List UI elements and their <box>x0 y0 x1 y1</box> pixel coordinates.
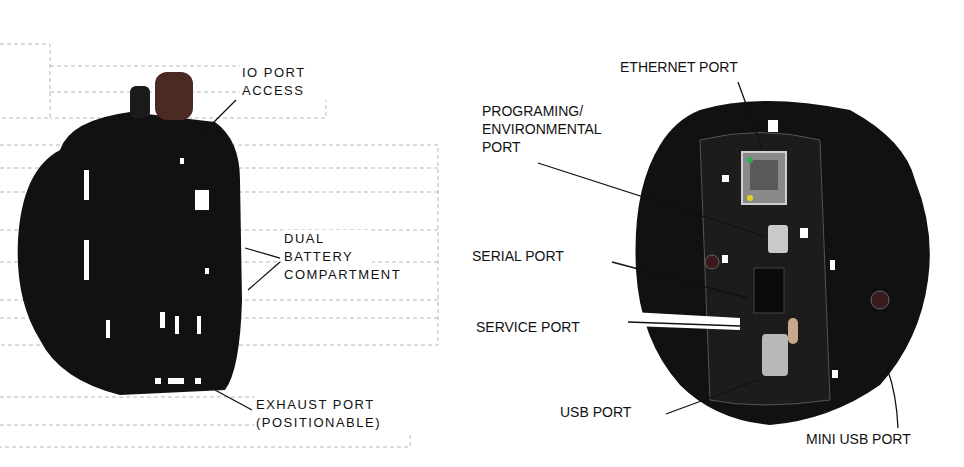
port-label: PROGRAMING/ ENVIRONMENTAL PORT <box>480 102 624 156</box>
compartment-label: DUAL BATTERY COMPARTMENT <box>282 230 372 284</box>
port-label: ETHERNET PORT <box>618 58 740 76</box>
port-label: SERVICE PORT <box>474 318 582 336</box>
port-label: EXHAUST PORT (POSITIONABLE) <box>254 396 418 432</box>
port-label: USB PORT <box>558 403 633 421</box>
port-label: IO PORT ACCESS <box>240 64 334 100</box>
port-label: MINI USB PORT <box>804 430 913 448</box>
port-label: SERIAL PORT <box>470 247 566 265</box>
